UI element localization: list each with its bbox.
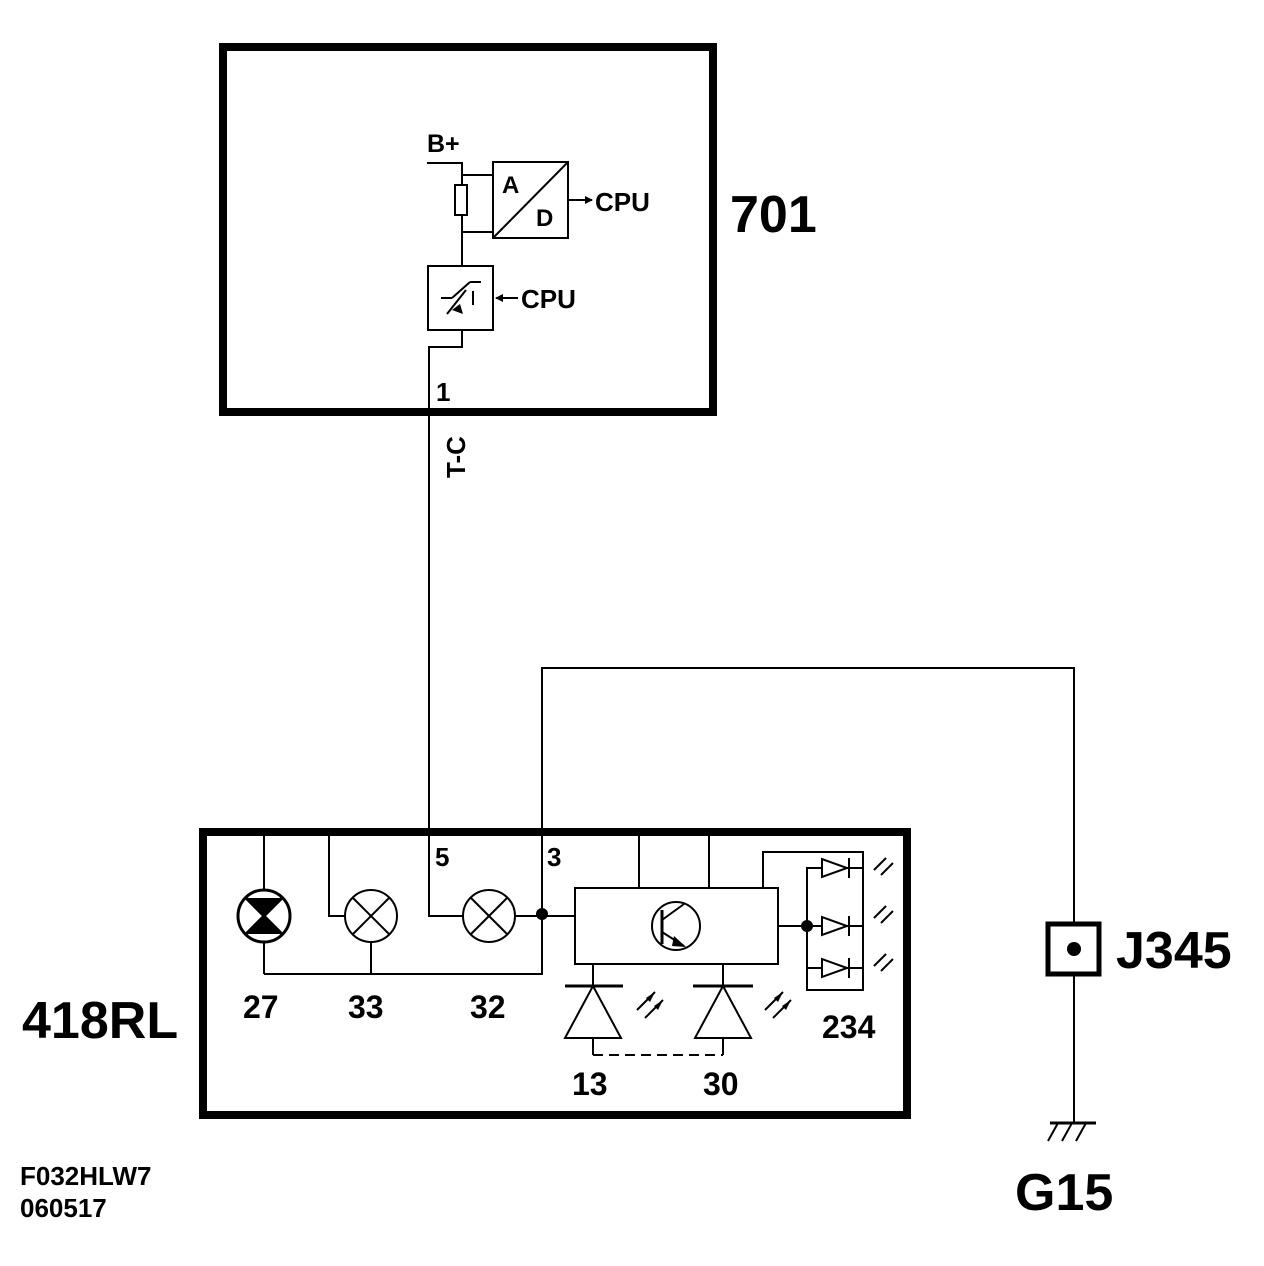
- led-13-icon: [563, 964, 664, 1055]
- lamp-33-label: 33: [348, 989, 384, 1025]
- connector-j345: J345: [1045, 921, 1232, 980]
- led-13-label: 13: [572, 1066, 608, 1102]
- cluster-418rl-label: 418RL: [22, 992, 178, 1050]
- pin-3-label: 3: [547, 842, 561, 872]
- lamp-33-feed: [328, 832, 345, 917]
- drawing-code-line2: 060517: [20, 1193, 107, 1223]
- adc-a-label: A: [502, 172, 519, 199]
- warning-lamp-icon: [236, 888, 292, 944]
- led-array-icon: [821, 857, 894, 979]
- module-701: 701 B+ A D CPU CPU 1: [219, 43, 817, 416]
- lamp-32-label: 32: [470, 989, 506, 1025]
- pin-5-label: 5: [435, 842, 449, 872]
- lamp-27-label: 27: [243, 989, 279, 1025]
- ground-g15-label: G15: [1015, 1164, 1113, 1222]
- lamp-33-icon: [344, 889, 398, 943]
- led-30-icon: [693, 964, 792, 1055]
- cluster-418rl-box: [199, 828, 911, 1119]
- led-30-label: 30: [703, 1066, 739, 1102]
- ad-converter-icon: A D: [492, 161, 569, 239]
- connector-j345-label: J345: [1116, 922, 1232, 980]
- transistor-switch-icon: [427, 265, 494, 331]
- pin-1-label: 1: [436, 377, 450, 407]
- adc-d-label: D: [536, 205, 553, 232]
- driver-wire-out: [428, 330, 463, 412]
- led-array-feed: [762, 851, 864, 991]
- ground-wire: [541, 667, 1075, 924]
- resistor-icon: [454, 184, 468, 216]
- ground-icon: [1047, 1121, 1096, 1142]
- driver-cpu-label: CPU: [521, 284, 576, 314]
- lamp-32-feed: [428, 832, 463, 917]
- cluster-418rl: 418RL 5 3 27: [22, 828, 911, 1119]
- transistor-icon: [651, 901, 701, 951]
- module-701-box: [219, 43, 717, 416]
- adc-cpu-label: CPU: [595, 187, 650, 217]
- led-array-label: 234: [822, 1009, 876, 1045]
- b-plus-label: B+: [427, 130, 460, 158]
- led-driver-block: [574, 887, 779, 965]
- junction-node: [536, 908, 548, 920]
- wire-t-c-label: T-C: [441, 436, 471, 478]
- lamp-return-bus: [264, 832, 543, 975]
- drawing-code-line1: F032HLW7: [20, 1161, 152, 1191]
- lamp-32-icon: [462, 889, 516, 943]
- module-701-label: 701: [730, 186, 817, 244]
